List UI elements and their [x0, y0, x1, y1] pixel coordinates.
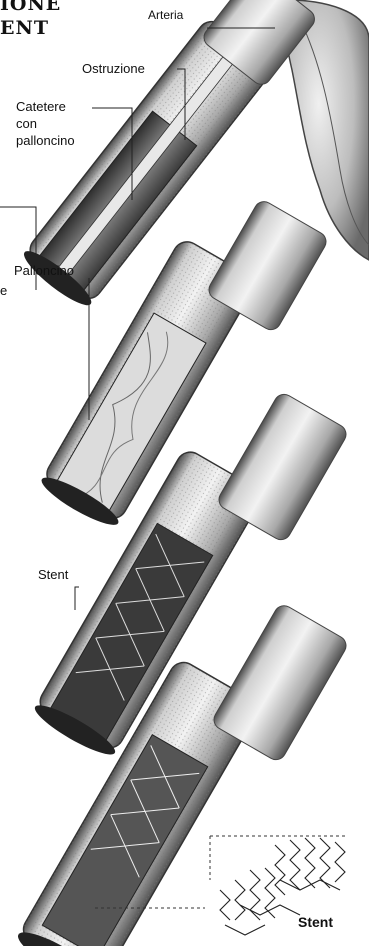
label-palloncino: Palloncino [14, 263, 74, 278]
title-line-1: IONE [0, 0, 61, 14]
label-stent: Stent [38, 567, 68, 582]
label-catetere-1: Catetere [16, 99, 66, 114]
label-ostruzione: Ostruzione [82, 61, 145, 76]
label-catetere-2: con [16, 116, 37, 131]
leader-stent [75, 587, 79, 610]
label-stent-detail: Stent [298, 914, 333, 930]
label-cut-letter: e [0, 283, 7, 298]
label-catetere-3: palloncino [16, 133, 75, 148]
label-arteria: Arteria [148, 8, 183, 23]
title-line-2: ENT [0, 18, 49, 38]
